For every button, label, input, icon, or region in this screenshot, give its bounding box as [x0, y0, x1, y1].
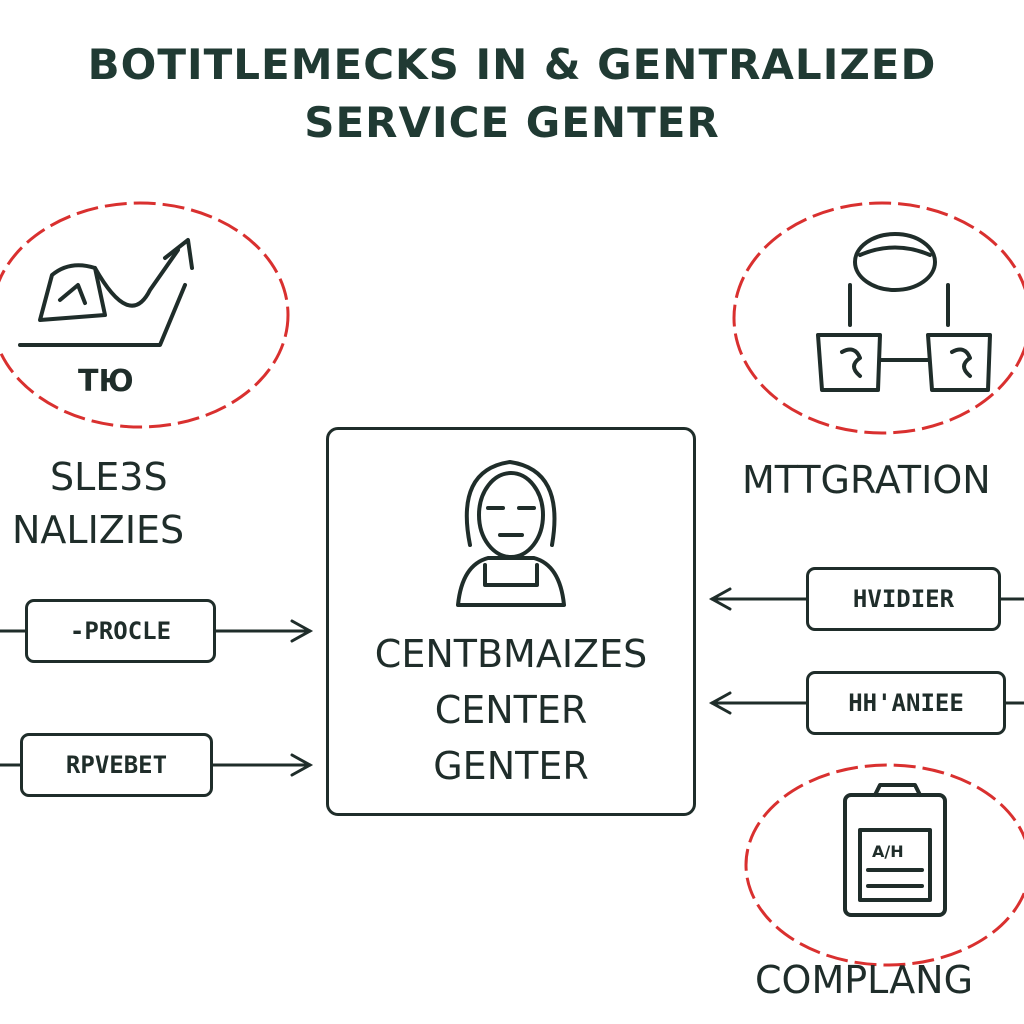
highlight-circle-integration	[732, 201, 1024, 435]
compliance-label: COMPLANG	[755, 958, 974, 1002]
integration-label: MTTGRATION	[742, 458, 991, 502]
diagram-title-line-1: BOTITLEMECKS IN & GENTRALIZED	[87, 40, 937, 89]
support-agent-icon	[456, 460, 566, 607]
highlight-circle-sales	[0, 201, 290, 429]
sales-trend-icon	[18, 238, 194, 347]
compliance-document-icon	[843, 783, 947, 917]
input-box-right-1: HVIDIER	[806, 567, 1001, 631]
centralized-service-center-box	[326, 427, 696, 816]
input-box-right-1-label: HVIDIER	[852, 585, 955, 613]
sales-label-line-1: SLE3S	[50, 455, 168, 499]
sales-label-line-2: NALIZIES	[12, 508, 185, 552]
input-box-left-2-label: RPVEBET	[65, 751, 168, 779]
center-label-line-1: CENTBMAIZES	[374, 632, 648, 676]
diagram-title-line-2: SERVICE GENTER	[304, 98, 720, 147]
arrow-right-2	[708, 691, 1024, 715]
input-box-left-2: RPVEBET	[20, 733, 213, 797]
compliance-icon-text: A/H	[872, 842, 904, 861]
highlight-circle-compliance	[744, 763, 1024, 967]
sales-icon-caption: TЮ	[78, 364, 134, 399]
arrow-right-1	[708, 587, 1024, 611]
arrow-left-2	[0, 753, 314, 777]
input-box-right-2: HH'ANIEE	[806, 671, 1006, 735]
center-label-line-2: CENTER	[434, 688, 588, 732]
input-box-left-1: -PROCLE	[25, 599, 216, 663]
input-box-right-2-label: HH'ANIEE	[848, 689, 964, 717]
arrow-left-1	[0, 619, 314, 643]
integration-network-icon	[816, 232, 992, 392]
center-label-line-3: GENTER	[433, 744, 589, 788]
input-box-left-1-label: -PROCLE	[69, 617, 172, 645]
